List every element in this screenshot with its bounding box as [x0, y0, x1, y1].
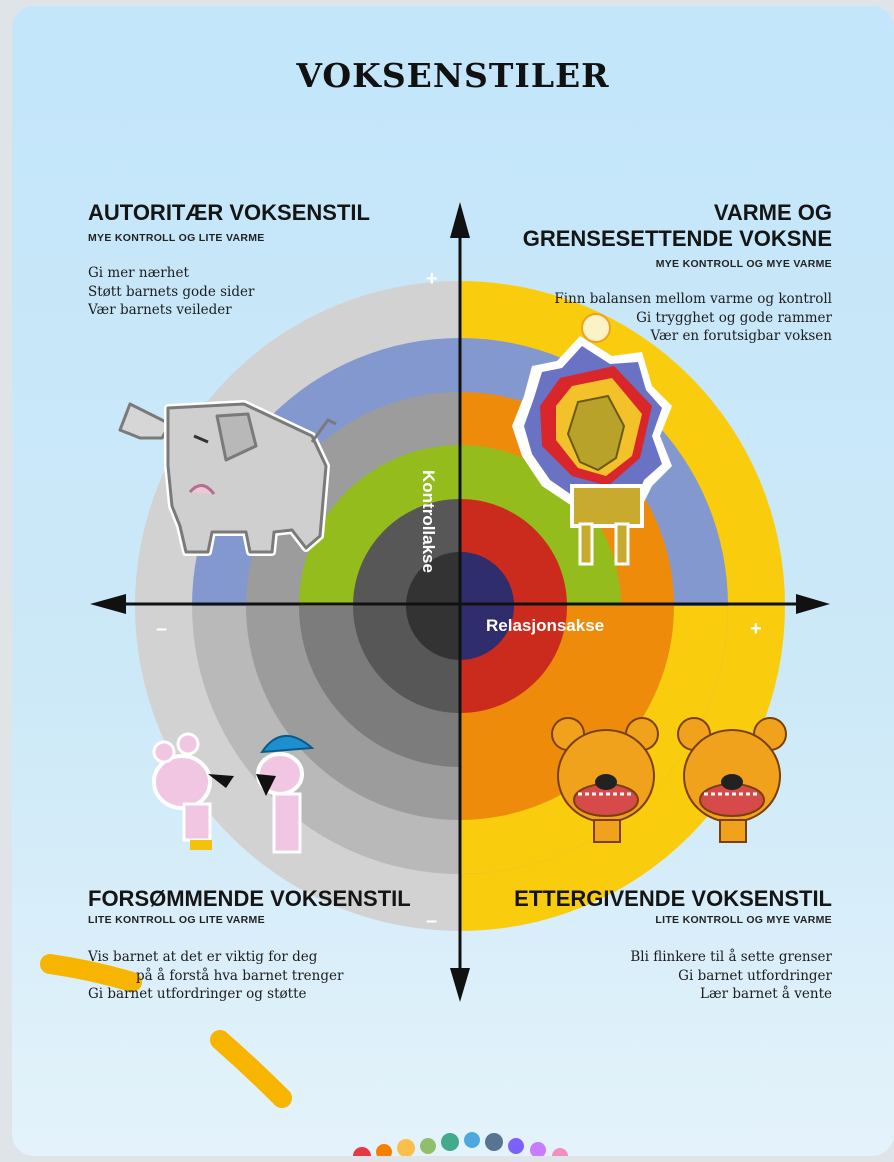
voksenstil-diagram [40, 202, 830, 1156]
axes [90, 202, 830, 1002]
heading-varme-1: VARME OG [713, 200, 832, 225]
list-item: Støtt barnets gode sider [88, 283, 255, 300]
list-item: Vis barnet at det er viktig for deg [88, 949, 318, 965]
page-title: VOKSENSTILER [296, 56, 610, 95]
bottom-minus-sign: – [426, 910, 438, 932]
marker-strokes [40, 954, 292, 1108]
heading-autoritaer: AUTORITÆR VOKSENSTIL [88, 200, 370, 225]
list-item: Gi barnet utfordringer og støtte [88, 986, 307, 1002]
list-item: Gi mer nærhet [88, 265, 189, 281]
left-minus-sign: – [156, 618, 168, 640]
elephant-illustration [118, 400, 337, 556]
top-plus-sign: + [426, 268, 438, 290]
heading-forsommende: FORSØMMENDE VOKSENSTIL [88, 886, 411, 911]
heading-ettergivende: ETTERGIVENDE VOKSENSTIL [514, 886, 832, 911]
list-item: Bli flinkere til å sette grenser [630, 949, 832, 965]
list-item: på å forstå hva barnet trenger [136, 967, 344, 984]
heading-varme-2: GRENSESETTENDE VOKSNE [522, 226, 832, 251]
sub-autoritaer: MYE KONTROLL OG LITE VARME [88, 232, 265, 244]
mice-illustration [152, 732, 315, 854]
lion-cubs-illustration [551, 717, 787, 843]
sub-forsommende: LITE KONTROLL OG LITE VARME [88, 914, 265, 926]
list-ettergivende: Bli flinkere til å sette grenser Gi barn… [630, 948, 832, 1004]
lion-illustration [512, 313, 672, 566]
horizontal-axis-label: Relasjonsakse [486, 616, 605, 635]
grey-rings [135, 281, 460, 931]
list-item: Lær barnet å vente [699, 986, 832, 1002]
list-item: Gi trygghet og gode rammer [636, 309, 832, 326]
list-autoritaer: Gi mer nærhet Støtt barnets gode sider V… [88, 264, 254, 320]
vertical-axis-label: Kontrollakse [419, 470, 438, 573]
list-item: Vær barnets veileder [88, 302, 232, 318]
list-forsommende: Vis barnet at det er viktig for deg på å… [88, 948, 343, 1004]
sub-varme: MYE KONTROLL OG MYE VARME [655, 258, 832, 270]
list-item: Finn balansen mellom varme og kontroll [554, 291, 832, 307]
rainbow-dots [353, 1132, 568, 1156]
sub-ettergivende: LITE KONTROLL OG MYE VARME [655, 914, 832, 926]
poster: VOKSENSTILER AUTORITÆR VOKSENSTIL MYE KO… [12, 6, 894, 1156]
list-item: Gi barnet utfordringer [678, 967, 832, 984]
list-varme: Finn balansen mellom varme og kontroll G… [554, 290, 832, 346]
right-plus-sign: + [750, 618, 762, 640]
list-item: Vær en forutsigbar voksen [650, 328, 833, 344]
